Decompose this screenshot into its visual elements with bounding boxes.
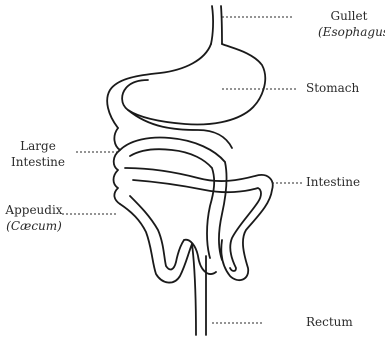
esophagus-outline	[211, 6, 222, 44]
esophagus-label: (Esophagus)	[318, 24, 380, 40]
transverse-colon-outline	[120, 138, 226, 261]
large-intestine-label: Large Intestine	[6, 138, 70, 170]
caecum-appendix-outline	[120, 196, 216, 283]
intestine-label: Intestine	[306, 174, 360, 190]
gullet-label: Gullet (Esophagus)	[318, 8, 380, 40]
caecum-label: (Cæcum)	[0, 218, 68, 234]
stomach-outline	[107, 44, 265, 128]
rectum-label: Rectum	[306, 314, 353, 330]
stomach-label: Stomach	[306, 80, 359, 96]
appendix-label: Appeudix (Cæcum)	[0, 202, 68, 234]
